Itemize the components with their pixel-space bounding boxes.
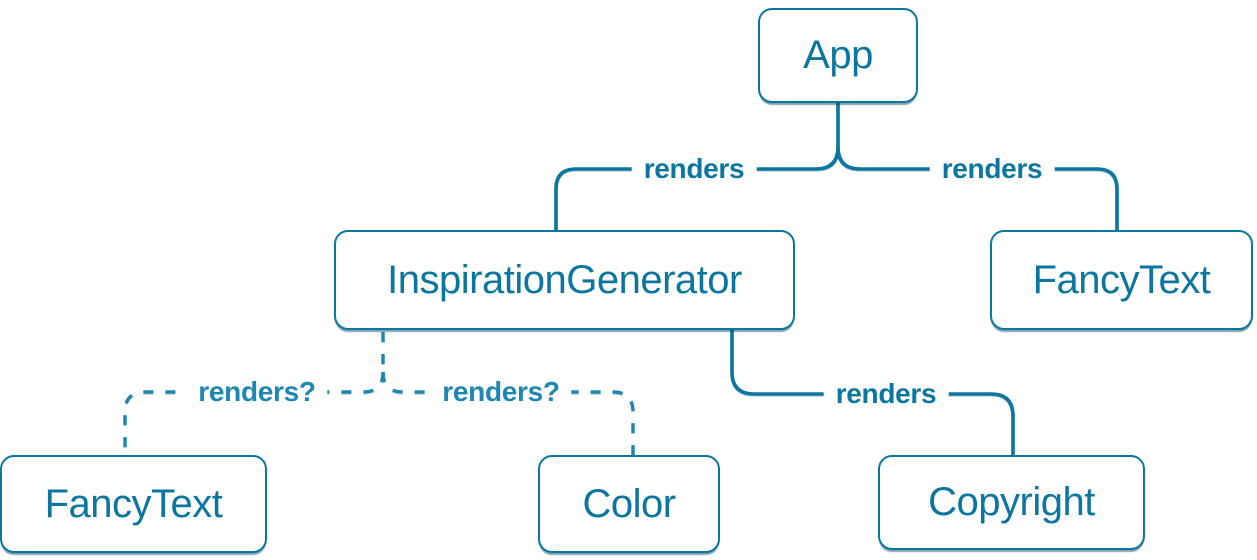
node-inspiration-generator: InspirationGenerator bbox=[334, 230, 795, 330]
node-fancy-text-top: FancyText bbox=[990, 230, 1253, 330]
node-copyright: Copyright bbox=[878, 455, 1145, 550]
edge-inspirationgenerator-to-fancytext-dashed bbox=[123, 371, 385, 455]
node-fancy-text-bottom: FancyText bbox=[0, 455, 267, 553]
node-app: App bbox=[758, 8, 918, 103]
edge-label-renders-inspirationgenerator: renders bbox=[631, 153, 757, 185]
edge-app-to-inspirationgenerator bbox=[554, 146, 840, 230]
edge-app-to-fancytext bbox=[836, 146, 1119, 230]
edge-label-renders-fancytext: renders bbox=[929, 153, 1055, 185]
edge-inspirationgenerator-to-color-dashed bbox=[381, 371, 635, 455]
node-color: Color bbox=[538, 455, 720, 553]
edge-label-renders-optional-color: renders? bbox=[430, 376, 572, 408]
edge-label-renders-optional-fancytext: renders? bbox=[186, 376, 328, 408]
edge-label-renders-copyright: renders bbox=[823, 378, 949, 410]
